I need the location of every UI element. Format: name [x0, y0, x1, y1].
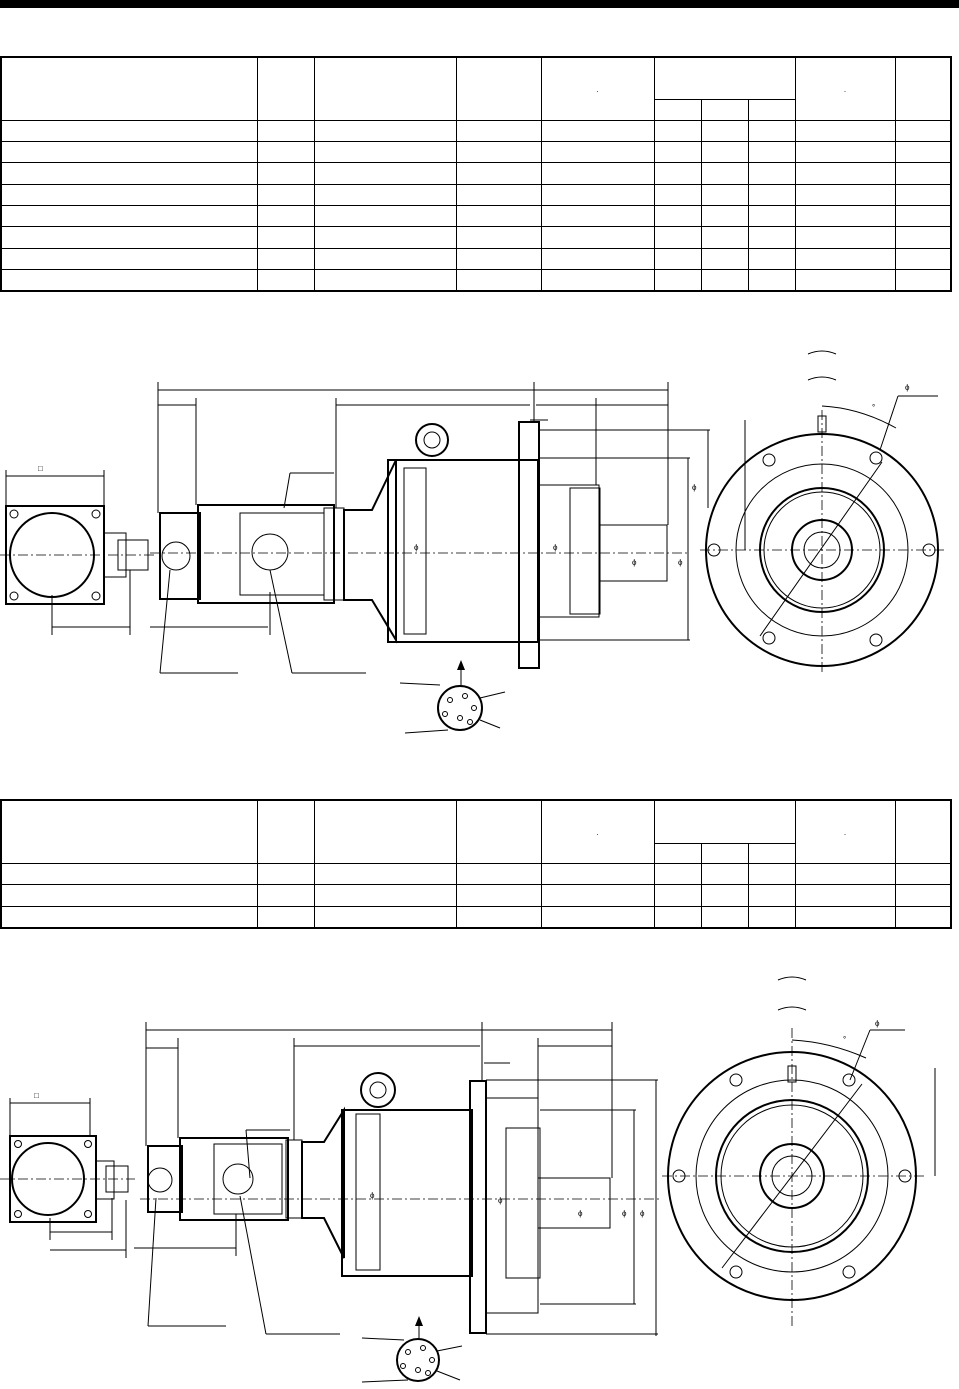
header-cell — [455, 56, 542, 121]
dia-mark: ϕ — [498, 1196, 503, 1205]
table-row — [0, 269, 952, 292]
header-cell: . — [794, 56, 896, 121]
header-cell — [747, 842, 796, 864]
header-cell — [313, 56, 457, 121]
motor-drawing-1: □ — [0, 350, 945, 734]
dia-mark: ϕ — [622, 1209, 627, 1218]
rear-end-view-1 — [0, 470, 155, 635]
header-dot: . — [843, 84, 847, 94]
phi-symbol: ϕ — [905, 383, 910, 392]
rear-end-view-2 — [0, 1098, 135, 1258]
header-cell — [653, 56, 796, 101]
front-flange-view-2 — [662, 976, 936, 1328]
dia-mark: ϕ — [678, 558, 683, 567]
connector-pin-view-1 — [437, 660, 506, 731]
header-cell — [256, 56, 315, 121]
spec-table-1: . . — [0, 56, 953, 292]
header-cell — [256, 799, 315, 864]
dia-mark: ϕ — [692, 483, 697, 492]
header-dot: . — [596, 84, 599, 94]
header-cell: . — [794, 799, 896, 864]
dia-mark: ϕ — [578, 1209, 583, 1218]
header-cell — [313, 799, 457, 864]
header-cell — [747, 99, 796, 121]
table-row — [0, 183, 952, 207]
degree-mark: ° — [872, 403, 875, 412]
table-row — [0, 905, 952, 929]
dia-mark: ϕ — [370, 1191, 375, 1200]
side-view-2 — [134, 1022, 660, 1383]
table-row — [0, 140, 952, 164]
dia-mark: ϕ — [640, 1209, 645, 1218]
table-row — [0, 162, 952, 185]
square-symbol: □ — [38, 464, 43, 473]
header-cell — [894, 799, 952, 864]
table-row — [0, 226, 952, 249]
connector-pin-view-2 — [396, 1316, 463, 1382]
header-dot: . — [596, 827, 599, 837]
header-cell — [894, 56, 952, 121]
degree-mark: ° — [843, 1035, 846, 1044]
table-row — [0, 204, 952, 228]
header-dot: . — [843, 827, 847, 837]
table-row — [0, 119, 952, 142]
header-cell — [700, 99, 749, 121]
spec-table-2: . . — [0, 799, 953, 929]
phi-symbol: ϕ — [875, 1019, 880, 1028]
header-cell — [653, 99, 702, 121]
table-row — [0, 862, 952, 886]
table-row — [0, 884, 952, 907]
front-flange-view-1 — [700, 350, 945, 675]
header-cell — [455, 799, 542, 864]
header-cell: . — [540, 799, 655, 864]
header-cell: . — [540, 56, 655, 121]
side-view-1 — [150, 382, 710, 734]
square-symbol: □ — [34, 1091, 39, 1100]
header-cell — [0, 56, 258, 121]
dia-mark: ϕ — [553, 543, 558, 552]
dia-mark: ϕ — [632, 558, 637, 567]
header-cell — [700, 842, 749, 864]
header-cell — [0, 799, 258, 864]
table-row — [0, 247, 952, 271]
header-cell — [653, 842, 702, 864]
dia-mark: ϕ — [414, 543, 419, 552]
header-cell — [653, 799, 796, 844]
top-rule — [0, 0, 959, 8]
motor-drawing-2: □ — [0, 976, 936, 1383]
